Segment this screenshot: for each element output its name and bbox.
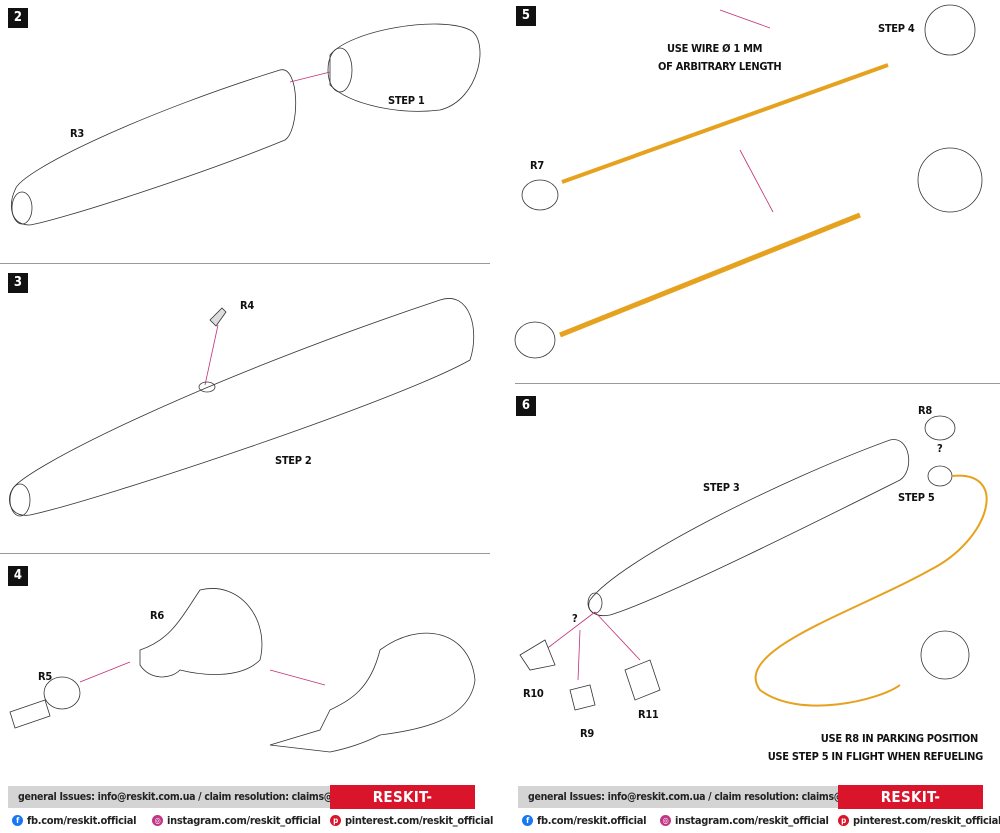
- step-number-badge: 4: [8, 566, 28, 586]
- divider: [0, 263, 490, 264]
- brand-website-link[interactable]: RESKIT-MODELS.COM: [330, 785, 475, 830]
- step-number-badge: 5: [516, 6, 536, 26]
- instagram-icon: ◎: [152, 815, 163, 826]
- step2-pod-drawing: [10, 23, 481, 226]
- part-label-r7: R7: [530, 159, 544, 172]
- step-reference-label: STEP 1: [388, 94, 425, 107]
- step-number-badge: 6: [516, 396, 536, 416]
- step-reference-label: STEP 3: [703, 481, 740, 494]
- brand-website-link[interactable]: RESKIT-MODELS.COM: [838, 785, 983, 830]
- divider: [0, 553, 490, 554]
- part-label-r3: R3: [70, 127, 84, 140]
- facebook-text: fb.com/reskit.official: [537, 814, 647, 827]
- step4-parts-drawing: [9, 588, 476, 753]
- instagram-link[interactable]: ◎ instagram.com/reskit_official: [152, 814, 321, 827]
- step3-pod-drawing: [9, 298, 475, 517]
- part-label-r5: R5: [38, 670, 52, 683]
- facebook-icon: f: [12, 815, 23, 826]
- step-number-badge: 3: [8, 273, 28, 293]
- facebook-link[interactable]: f fb.com/reskit.official: [12, 814, 137, 827]
- step-reference-label: STEP 5: [898, 491, 935, 504]
- pinterest-icon: p: [838, 815, 849, 826]
- instagram-text: instagram.com/reskit_official: [167, 814, 321, 827]
- facebook-link[interactable]: f fb.com/reskit.official: [522, 814, 647, 827]
- pinterest-text: pinterest.com/reskit_official: [853, 814, 1000, 827]
- part-label-r11: R11: [638, 708, 659, 721]
- instagram-icon: ◎: [660, 815, 671, 826]
- part-label-r10: R10: [523, 687, 544, 700]
- usage-note-line1: USE R8 IN PARKING POSITION: [820, 732, 979, 745]
- pinterest-link[interactable]: p pinterest.com/reskit_official: [330, 814, 493, 827]
- question-mark: ?: [572, 612, 578, 625]
- usage-note-line2: USE STEP 5 IN FLIGHT WHEN REFUELING: [767, 750, 984, 763]
- part-label-r8: R8: [918, 404, 932, 417]
- step5-drawing: [514, 4, 983, 359]
- step-number-badge: 2: [8, 8, 28, 28]
- facebook-icon: f: [522, 815, 533, 826]
- part-label-r9: R9: [580, 727, 594, 740]
- facebook-text: fb.com/reskit.official: [27, 814, 137, 827]
- wire-instruction-line2: OF ARBITRARY LENGTH: [658, 60, 782, 73]
- question-mark: ?: [937, 442, 943, 455]
- instagram-link[interactable]: ◎ instagram.com/reskit_official: [660, 814, 829, 827]
- step-reference-label: STEP 4: [878, 22, 915, 35]
- pinterest-link[interactable]: p pinterest.com/reskit_official: [838, 814, 1000, 827]
- instagram-text: instagram.com/reskit_official: [675, 814, 829, 827]
- contact-info: general Issues: info@reskit.com.ua / cla…: [518, 786, 912, 808]
- pinterest-text: pinterest.com/reskit_official: [345, 814, 494, 827]
- divider: [515, 383, 1000, 384]
- pinterest-icon: p: [330, 815, 341, 826]
- step-reference-label: STEP 2: [275, 454, 312, 467]
- step6-drawing: [519, 415, 988, 711]
- contact-info: general Issues: info@reskit.com.ua / cla…: [8, 786, 402, 808]
- part-label-r4: R4: [240, 299, 254, 312]
- wire-instruction-line1: USE WIRE Ø 1 MM: [667, 42, 763, 55]
- part-label-r6: R6: [150, 609, 164, 622]
